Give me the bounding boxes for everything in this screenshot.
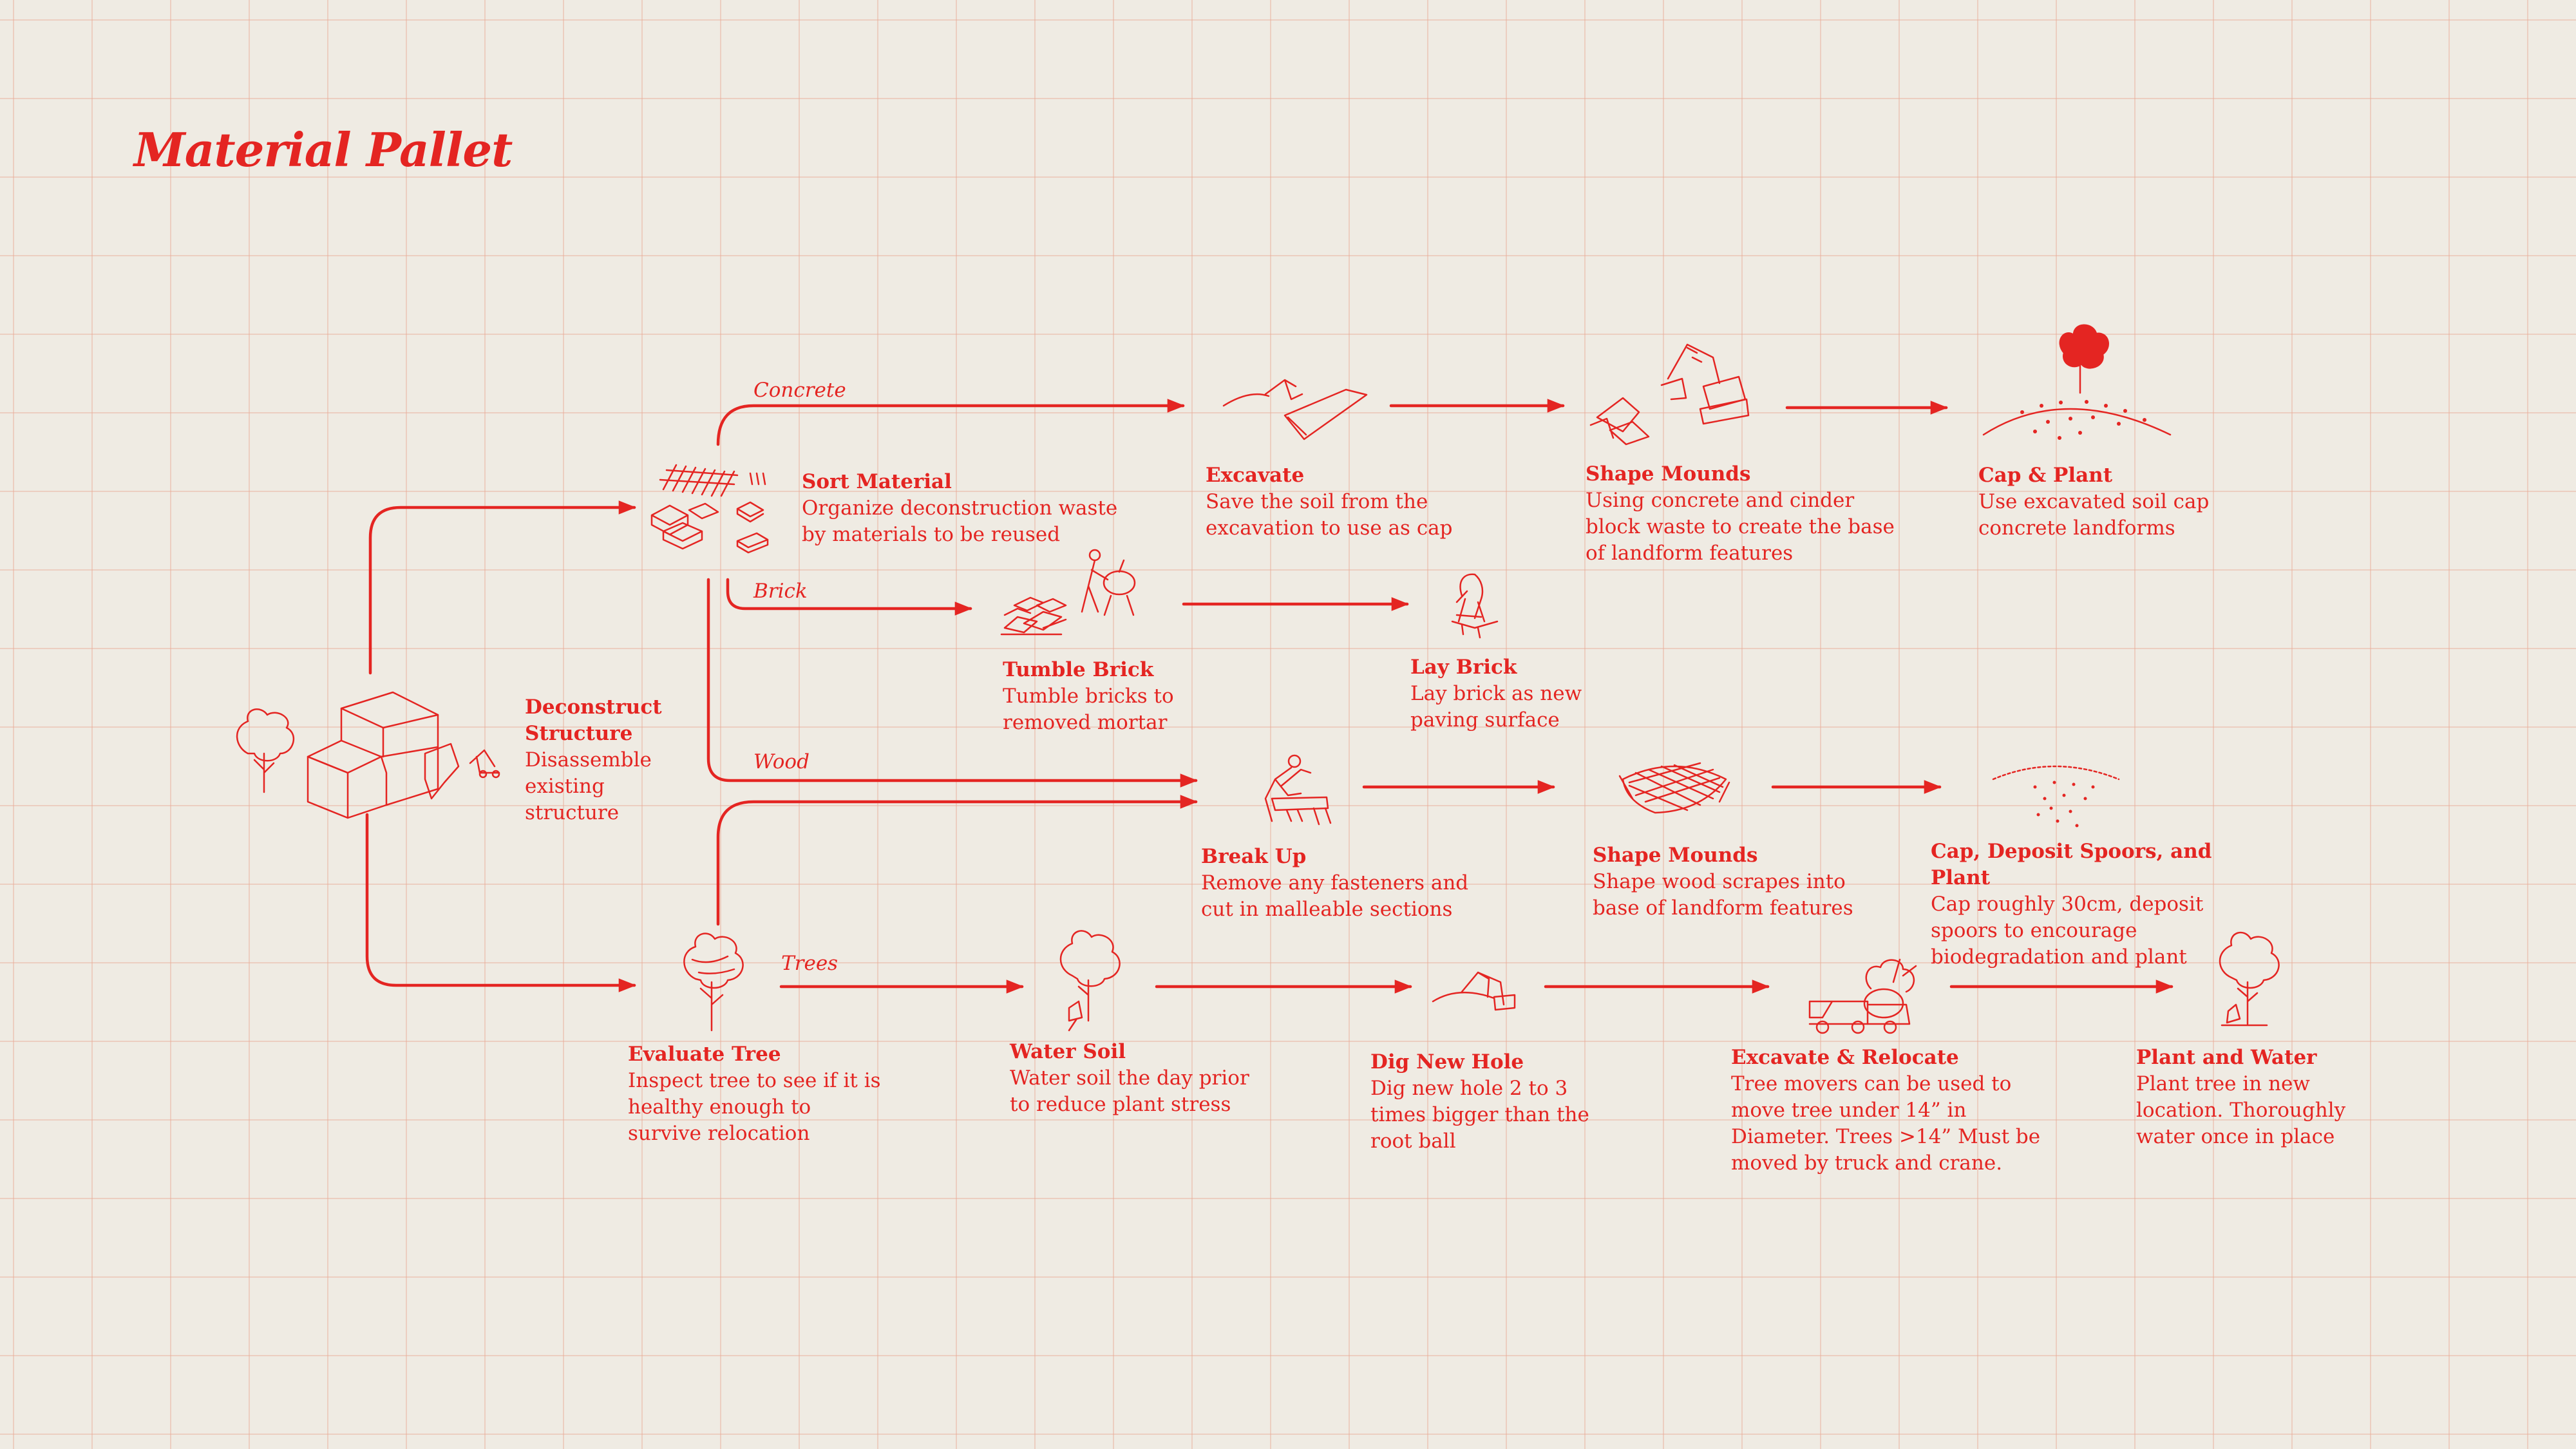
building-icon bbox=[307, 691, 500, 819]
spoor-dots bbox=[2033, 781, 2095, 828]
step-desc: Use excavated soil cap concrete landform… bbox=[1978, 490, 2210, 540]
step-desc: Save the soil from the excavation to use… bbox=[1206, 490, 1453, 540]
spoor-mound-icon bbox=[1992, 765, 2120, 781]
step-title: Deconstruct Structure bbox=[525, 696, 662, 745]
step-title: Cap, Deposit Spoors, and Plant bbox=[1931, 840, 2212, 889]
step-title: Lay Brick bbox=[1410, 656, 1517, 679]
step-title: Sort Material bbox=[802, 470, 952, 493]
step-desc: Inspect tree to see if it is healthy eno… bbox=[628, 1069, 881, 1145]
step-desc: Plant tree in new location. Thoroughly w… bbox=[2136, 1072, 2346, 1148]
connectors bbox=[365, 399, 2174, 994]
tree-mound-icon bbox=[1982, 324, 2172, 436]
step-tumble-brick: Tumble Brick Tumble bricks to removed mo… bbox=[1003, 657, 1196, 736]
step-title: Shape Mounds bbox=[1586, 462, 1751, 486]
tree-icon bbox=[683, 933, 744, 1032]
step-dig-new-hole: Dig New Hole Dig new hole 2 to 3 times b… bbox=[1370, 1049, 1628, 1155]
branch-label-brick: Brick bbox=[753, 580, 808, 603]
step-excavate: Excavate Save the soil from the excavati… bbox=[1206, 462, 1476, 542]
step-title: Dig New Hole bbox=[1370, 1050, 1524, 1074]
step-title: Excavate & Relocate bbox=[1731, 1046, 1959, 1069]
tree-planted-icon bbox=[2219, 931, 2280, 1027]
step-desc: Using concrete and cinder block waste to… bbox=[1586, 489, 1895, 565]
tree-beside-building-icon bbox=[236, 708, 294, 793]
branch-label-concrete: Concrete bbox=[753, 379, 846, 402]
tree-mound-dots bbox=[2020, 400, 2146, 440]
arrow-sort-to-excavate bbox=[716, 399, 1185, 446]
branch-label-trees: Trees bbox=[781, 952, 838, 975]
step-deconstruct: Deconstruct Structure Disassemble existi… bbox=[525, 694, 673, 826]
mixer-worker-icon bbox=[1081, 549, 1136, 616]
bricklayer-icon bbox=[1451, 573, 1499, 639]
sawing-worker-icon bbox=[1264, 754, 1332, 826]
tree-truck-icon bbox=[1808, 958, 1917, 1034]
excavator-mound-icon bbox=[1589, 343, 1750, 446]
step-title: Water Soil bbox=[1010, 1040, 1126, 1063]
step-plant-water: Plant and Water Plant tree in new locati… bbox=[2136, 1045, 2368, 1150]
step-excavate-relocate: Excavate & Relocate Tree movers can be u… bbox=[1731, 1045, 2047, 1177]
material-pile-icon bbox=[650, 464, 769, 554]
tree-water-icon bbox=[1059, 930, 1121, 1032]
step-desc: Dig new hole 2 to 3 times bigger than th… bbox=[1370, 1077, 1589, 1153]
step-title: Tumble Brick bbox=[1003, 658, 1154, 681]
step-sort-material: Sort Material Organize deconstruction wa… bbox=[802, 469, 1137, 548]
step-desc: Shape wood scrapes into base of landform… bbox=[1593, 870, 1853, 920]
step-title: Plant and Water bbox=[2136, 1046, 2317, 1069]
step-cap-deposit-spoors: Cap, Deposit Spoors, and Plant Cap rough… bbox=[1931, 838, 2240, 971]
step-title: Shape Mounds bbox=[1593, 844, 1758, 867]
step-break-up: Break Up Remove any fasteners and cut in… bbox=[1201, 844, 1497, 923]
trench-icon bbox=[1222, 379, 1368, 440]
step-title: Break Up bbox=[1201, 845, 1307, 868]
digger-icon bbox=[1432, 971, 1516, 1011]
arrow-evaluate-to-breakup bbox=[716, 795, 1198, 926]
wood-pile-icon bbox=[1618, 762, 1730, 814]
arrow-sort-to-breakup bbox=[706, 578, 1198, 788]
step-lay-brick: Lay Brick Lay brick as new paving surfac… bbox=[1410, 654, 1604, 734]
step-desc: Disassemble existing structure bbox=[525, 748, 652, 824]
step-desc: Organize deconstruction waste by materia… bbox=[802, 497, 1118, 546]
step-desc: Water soil the day prior to reduce plant… bbox=[1010, 1066, 1249, 1116]
step-title: Excavate bbox=[1206, 464, 1305, 487]
page-title: Material Pallet bbox=[134, 122, 513, 177]
arrow-deconstruct-to-sort bbox=[368, 500, 636, 675]
step-shape-mounds-concrete: Shape Mounds Using concrete and cinder b… bbox=[1586, 461, 1908, 567]
step-shape-mounds-wood: Shape Mounds Shape wood scrapes into bas… bbox=[1593, 842, 1882, 922]
arrow-deconstruct-to-evaluate bbox=[365, 813, 636, 992]
step-desc: Lay brick as new paving surface bbox=[1410, 682, 1582, 732]
step-desc: Cap roughly 30cm, deposit spoors to enco… bbox=[1931, 893, 2204, 969]
step-water-soil: Water Soil Water soil the day prior to r… bbox=[1010, 1039, 1267, 1118]
step-cap-plant: Cap & Plant Use excavated soil cap concr… bbox=[1978, 462, 2217, 542]
step-desc: Tree movers can be used to move tree und… bbox=[1731, 1072, 2041, 1175]
brick-pile-icon bbox=[1000, 596, 1067, 636]
step-title: Evaluate Tree bbox=[628, 1043, 781, 1066]
step-desc: Tumble bricks to removed mortar bbox=[1003, 685, 1174, 734]
step-evaluate-tree: Evaluate Tree Inspect tree to see if it … bbox=[628, 1041, 886, 1147]
step-desc: Remove any fasteners and cut in malleabl… bbox=[1201, 871, 1469, 921]
step-title: Cap & Plant bbox=[1978, 464, 2113, 487]
branch-label-wood: Wood bbox=[753, 750, 810, 773]
arrow-sort-to-tumble bbox=[726, 578, 972, 616]
